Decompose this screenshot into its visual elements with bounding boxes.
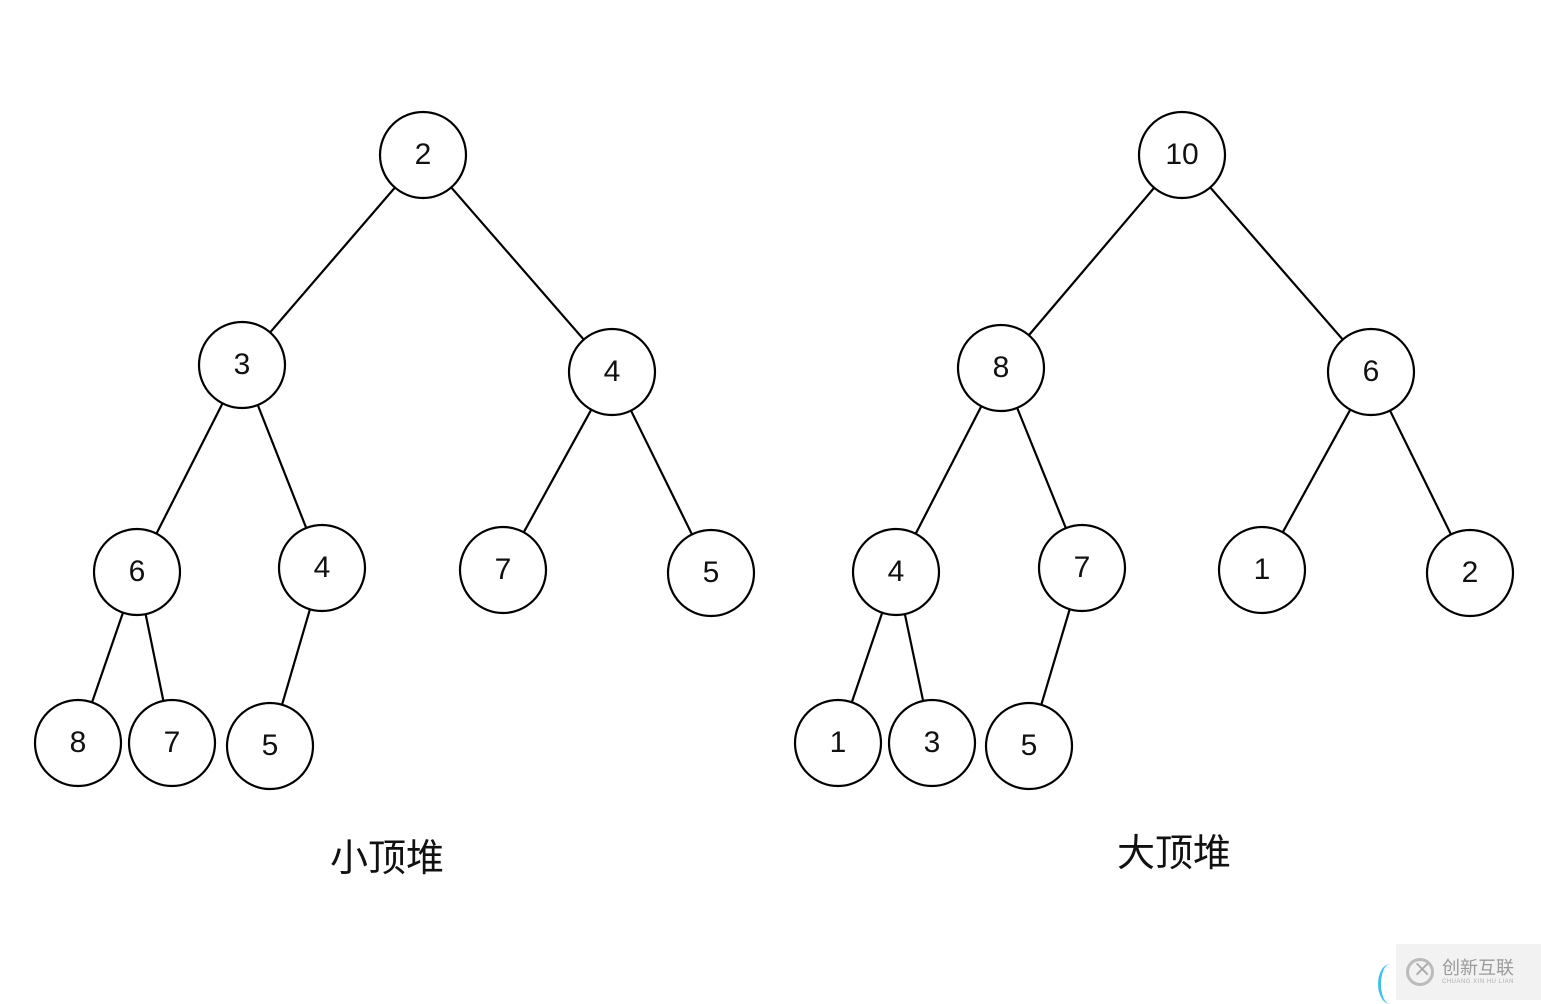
min-heap-node-label: 7 xyxy=(495,553,512,586)
min-heap-edge-2 xyxy=(155,402,224,535)
max-heap-edge-7 xyxy=(903,613,925,702)
min-heap-node-circle xyxy=(666,528,756,618)
max-heap-edge-4 xyxy=(1281,409,1352,533)
min-heap-node-3: 6 xyxy=(92,527,182,617)
min-heap-edge-0 xyxy=(269,186,396,334)
min-heap-edge-1 xyxy=(450,186,585,341)
max-heap-node-circle xyxy=(1425,528,1515,618)
max-heap-node-2: 6 xyxy=(1326,327,1416,417)
max-heap-node-circle xyxy=(851,527,941,617)
min-heap-node-0: 2 xyxy=(378,110,468,200)
max-heap-edge-8 xyxy=(1040,608,1071,706)
max-heap-node-9: 5 xyxy=(984,701,1074,791)
min-heap-node-label: 4 xyxy=(314,551,331,584)
max-heap-node-label: 10 xyxy=(1165,138,1198,171)
max-heap-node-label: 3 xyxy=(924,726,941,759)
min-heap-node-circle xyxy=(378,110,468,200)
max-heap-edge-2 xyxy=(914,405,983,535)
max-heap-node-6: 2 xyxy=(1425,528,1515,618)
max-heap-edge-6 xyxy=(850,612,884,703)
min-heap-edge-4 xyxy=(522,409,593,533)
min-heap-node-circle xyxy=(92,527,182,617)
max-heap-node-8: 3 xyxy=(887,698,977,788)
decorative-arc xyxy=(1378,964,1402,1004)
min-heap-node-2: 4 xyxy=(567,327,657,417)
max-heap-node-0: 10 xyxy=(1137,110,1227,200)
min-heap-caption: 小顶堆 xyxy=(330,836,445,880)
max-heap-node-circle xyxy=(956,323,1046,413)
max-heap-node-circle xyxy=(793,698,883,788)
min-heap-node-label: 5 xyxy=(262,729,279,762)
max-heap-node-3: 4 xyxy=(851,527,941,617)
min-heap-node-label: 2 xyxy=(415,138,432,171)
max-heap-edge-3 xyxy=(1016,407,1067,529)
min-heap-node-circle xyxy=(33,698,123,788)
max-heap-node-label: 6 xyxy=(1363,355,1380,388)
max-heap-node-label: 2 xyxy=(1462,556,1479,589)
min-heap-node-8: 7 xyxy=(127,698,217,788)
max-heap-node-label: 1 xyxy=(1254,553,1271,586)
max-heap-node-1: 8 xyxy=(956,323,1046,413)
max-heap-node-label: 7 xyxy=(1074,551,1091,584)
min-heap-node-5: 7 xyxy=(458,525,548,615)
max-heap-node-label: 5 xyxy=(1021,729,1038,762)
min-heap-node-9: 5 xyxy=(225,701,315,791)
max-heap-node-circle xyxy=(1217,525,1307,615)
min-heap-node-1: 3 xyxy=(197,320,287,410)
max-heap-node-7: 1 xyxy=(793,698,883,788)
max-heap-node-label: 8 xyxy=(993,351,1010,384)
watermark-subtext: CHUANG XIN HU LIAN xyxy=(1442,979,1515,985)
min-heap-edge-7 xyxy=(144,613,165,702)
min-heap-node-circle xyxy=(567,327,657,417)
watermark-text: 创新互联 xyxy=(1442,958,1514,979)
min-heap-node-circle xyxy=(225,701,315,791)
max-heap-node-label: 1 xyxy=(830,726,847,759)
min-heap-node-circle xyxy=(458,525,548,615)
max-heap-node-circle xyxy=(887,698,977,788)
min-heap-node-label: 4 xyxy=(604,355,621,388)
min-heap-node-circle xyxy=(197,320,287,410)
max-heap-node-label: 4 xyxy=(888,555,905,588)
min-heap-edge-6 xyxy=(90,612,125,703)
min-heap-edge-3 xyxy=(256,404,308,529)
min-heap-node-label: 8 xyxy=(70,726,87,759)
min-heap-node-circle xyxy=(277,523,367,613)
max-heap-caption: 大顶堆 xyxy=(1117,831,1232,875)
min-heap-node-label: 6 xyxy=(129,555,146,588)
min-heap-node-label: 5 xyxy=(703,556,720,589)
max-heap-edge-5 xyxy=(1389,410,1452,535)
min-heap-edge-5 xyxy=(630,410,693,535)
watermark: 创新互联 CHUANG XIN HU LIAN xyxy=(1396,944,1541,1000)
max-heap-edge-0 xyxy=(1028,187,1155,336)
max-heap-node-5: 1 xyxy=(1217,525,1307,615)
min-heap-edge-8 xyxy=(281,608,311,706)
max-heap-node-circle xyxy=(1137,110,1227,200)
min-heap-node-circle xyxy=(127,698,217,788)
max-heap-node-4: 7 xyxy=(1037,523,1127,613)
min-heap-node-4: 4 xyxy=(277,523,367,613)
max-heap-node-circle xyxy=(1037,523,1127,613)
max-heap-edge-1 xyxy=(1209,186,1344,341)
min-heap-node-6: 5 xyxy=(666,528,756,618)
watermark-logo-icon xyxy=(1406,957,1434,986)
min-heap-node-7: 8 xyxy=(33,698,123,788)
min-heap-node-label: 7 xyxy=(164,726,181,759)
min-heap-node-label: 3 xyxy=(234,348,251,381)
max-heap-node-circle xyxy=(1326,327,1416,417)
max-heap-node-circle xyxy=(984,701,1074,791)
